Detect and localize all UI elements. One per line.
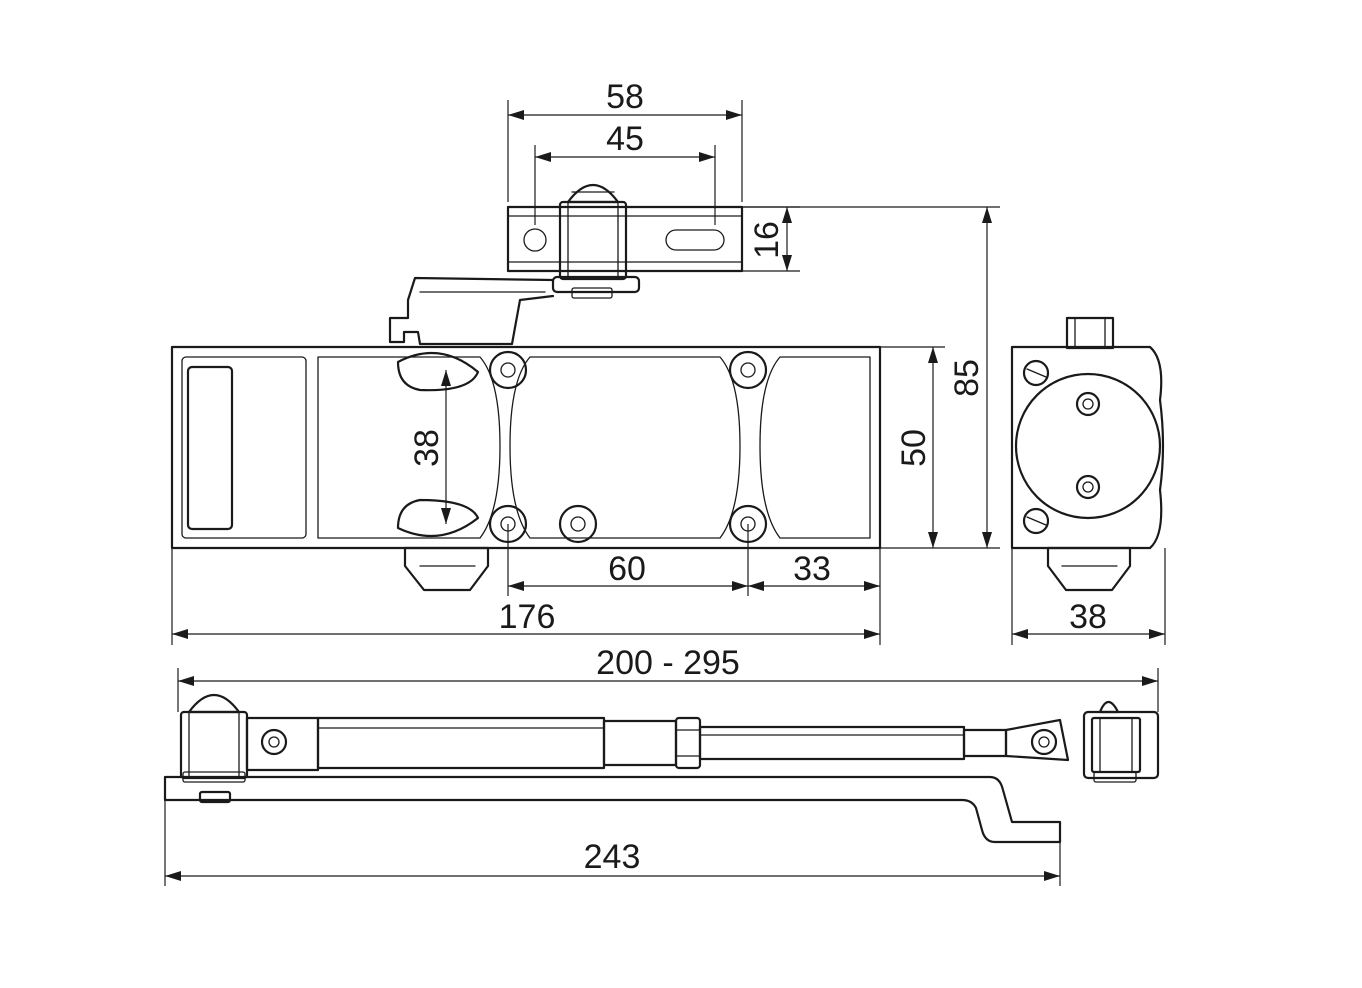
dim-label-arm-length: 243 <box>584 838 641 876</box>
top-bracket <box>506 184 744 299</box>
dim-label-body-height: 50 <box>895 429 933 467</box>
dim-label-bracket-hole-spacing: 45 <box>606 120 644 158</box>
dim-label-mount-hole-spacing: 38 <box>408 429 446 467</box>
dim-label-total-height: 85 <box>948 359 986 397</box>
dim-label-hole-end-offset: 33 <box>793 550 831 588</box>
closer-body-side <box>1010 316 1165 592</box>
dim-label-arm-reach: 200 - 295 <box>596 644 740 682</box>
dim-label-side-width: 38 <box>1069 598 1107 636</box>
closer-body-front <box>170 345 882 592</box>
arm-assembly <box>163 694 1160 844</box>
dim-label-bracket-height: 16 <box>748 221 786 259</box>
dim-label-hole-spacing: 60 <box>608 550 646 588</box>
dim-label-bracket-width: 58 <box>606 78 644 116</box>
connecting-arm-stub <box>388 276 555 346</box>
dimension-lines <box>164 100 1166 886</box>
dim-label-body-length: 176 <box>499 598 556 636</box>
